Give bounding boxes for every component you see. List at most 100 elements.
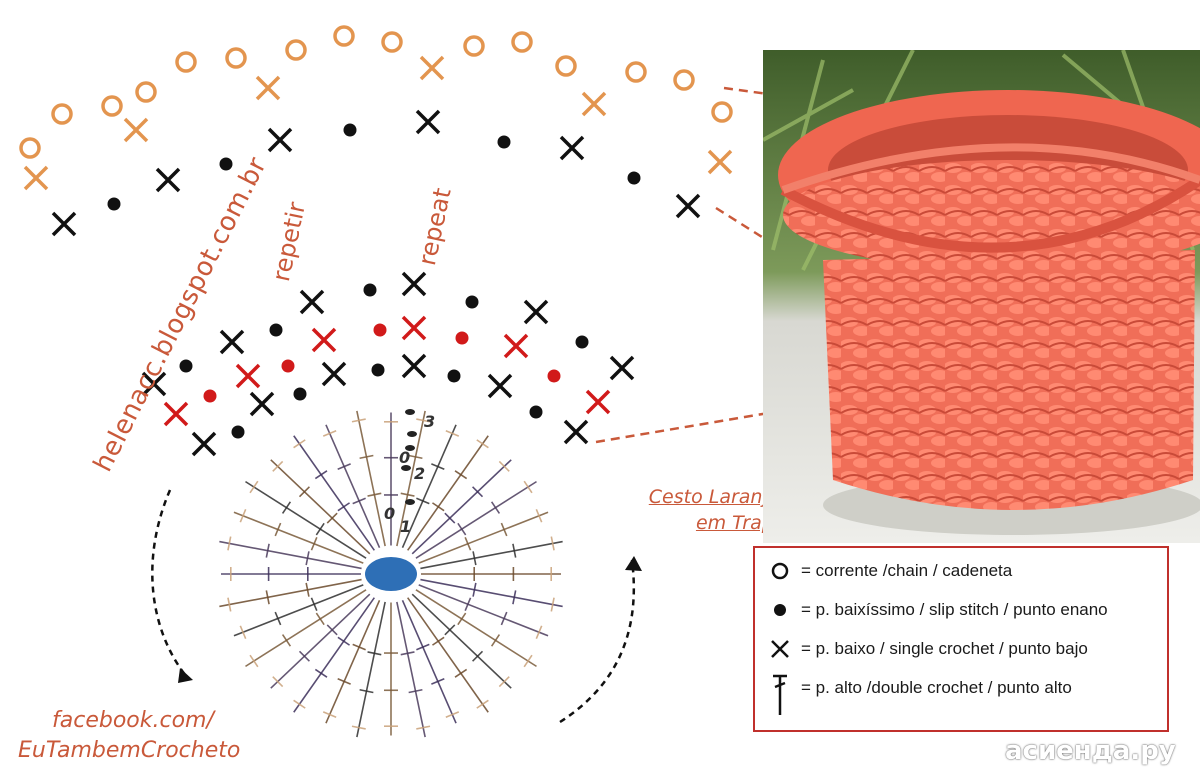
double-crochet-crossbar xyxy=(432,502,445,512)
double-crochet-spoke xyxy=(411,459,512,555)
double-crochet-crossbar xyxy=(359,688,374,694)
single-crochet-stitch xyxy=(163,401,189,427)
double-crochet-crossbar xyxy=(444,512,456,524)
slip-stitch xyxy=(575,335,589,349)
double-crochet-spoke xyxy=(415,480,537,559)
double-crochet-spoke xyxy=(219,540,362,570)
double-crochet-spoke xyxy=(411,593,512,689)
double-crochet-crossbar xyxy=(535,625,543,640)
double-crochet-crossbar xyxy=(227,597,232,612)
single-crochet-stitch xyxy=(51,211,77,237)
single-crochet-stitch xyxy=(523,299,549,325)
slip-stitch xyxy=(547,369,561,383)
double-crochet-crossbar xyxy=(550,536,555,551)
double-crochet-spoke xyxy=(401,600,457,724)
direction-arrow-right xyxy=(559,559,636,724)
slip-stitch xyxy=(343,123,357,137)
double-crochet-crossbar xyxy=(310,597,318,612)
chain-stitch xyxy=(285,39,307,61)
chain-stitch xyxy=(333,25,355,47)
single-crochet-stitch xyxy=(401,315,427,341)
single-crochet-stitch xyxy=(559,135,585,161)
slip-stitch xyxy=(465,295,479,309)
double-crochet-crossbar xyxy=(464,597,472,612)
double-crochet-crossbar xyxy=(298,486,310,498)
double-crochet-crossbar xyxy=(249,654,259,668)
double-crochet-crossbar xyxy=(265,543,270,558)
single-crochet-stitch xyxy=(141,371,167,397)
double-crochet-crossbar xyxy=(476,699,489,709)
double-crochet-crossbar xyxy=(464,536,472,551)
double-crochet-spoke xyxy=(270,593,371,689)
double-crochet-crossbar xyxy=(315,522,325,536)
single-crochet-stitch xyxy=(321,361,347,387)
slip-stitch xyxy=(363,283,377,297)
double-crochet-spoke xyxy=(401,424,457,548)
arrowhead-right-icon xyxy=(625,556,642,571)
double-crochet-crossbar xyxy=(445,429,460,437)
radial-stitch-chart xyxy=(219,409,563,738)
single-crochet-stitch xyxy=(707,149,733,175)
double-crochet-crossbar xyxy=(367,492,382,497)
single-crochet-stitch xyxy=(235,363,261,389)
chain-circle-icon xyxy=(767,558,793,584)
double-crochet-crossbar xyxy=(408,454,423,460)
double-crochet-spoke xyxy=(233,584,364,637)
single-crochet-stitch xyxy=(191,431,217,457)
chain-oval-mark xyxy=(405,499,415,505)
double-crochet-crossbar xyxy=(352,643,366,651)
double-crochet-crossbar xyxy=(454,470,468,480)
double-crochet-crossbar xyxy=(305,582,310,597)
slip-stitch xyxy=(371,363,385,377)
single-crochet-stitch xyxy=(581,91,607,117)
double-crochet-crossbar xyxy=(314,470,328,480)
single-crochet-stitch xyxy=(255,75,281,101)
round-number-0a: 0 xyxy=(399,448,410,467)
double-crochet-spoke xyxy=(293,597,375,713)
double-crochet-crossbar xyxy=(272,460,284,472)
double-crochet-spoke xyxy=(356,601,386,738)
double-crochet-crossbar xyxy=(337,678,351,685)
double-crochet-crossbar xyxy=(490,501,501,514)
double-crochet-spoke xyxy=(396,601,426,738)
double-crochet-crossbar xyxy=(367,651,382,656)
double-crochet-crossbar xyxy=(249,480,259,494)
pointer-dashed-line xyxy=(595,402,823,444)
stitch-legend: = corrente /chain / cadeneta = p. baixís… xyxy=(753,546,1169,732)
double-crochet-crossbar xyxy=(265,590,270,605)
double-crochet-crossbar xyxy=(476,439,489,449)
double-crochet-crossbar xyxy=(337,636,350,646)
single-crochet-stitch xyxy=(415,109,441,135)
legend-row-double-crochet: = p. alto /double crochet / punto alto xyxy=(767,673,1072,715)
double-crochet-crossbar xyxy=(298,650,310,662)
double-crochet-spoke xyxy=(245,480,367,559)
slip-stitch xyxy=(497,135,511,149)
legend-row-single-crochet: = p. baixo / single crochet / punto bajo xyxy=(767,634,1088,664)
chain-stitch xyxy=(381,31,403,53)
double-crochet-crossbar xyxy=(408,688,423,694)
double-crochet-spoke xyxy=(418,584,549,637)
round-number-1: 1 xyxy=(400,517,411,536)
single-crochet-stitch xyxy=(503,333,529,359)
basket-photo-illustration xyxy=(763,50,1200,543)
double-crochet-crossbar xyxy=(472,650,484,662)
slip-stitch xyxy=(373,323,387,337)
double-crochet-crossbar xyxy=(431,678,445,685)
chain-stitch xyxy=(625,61,647,83)
double-crochet-crossbar xyxy=(310,536,318,551)
single-crochet-stitch xyxy=(585,389,611,415)
double-crochet-crossbar xyxy=(314,668,328,678)
double-crochet-spoke xyxy=(270,459,371,555)
double-crochet-crossbar xyxy=(498,460,510,472)
slip-stitch xyxy=(219,157,233,171)
slip-stitch xyxy=(627,171,641,185)
double-crochet-crossbar xyxy=(227,536,232,551)
double-crochet-crossbar xyxy=(550,597,555,612)
single-crochet-stitch xyxy=(267,127,293,153)
double-crochet-crossbar xyxy=(400,651,415,656)
chain-oval-mark xyxy=(405,409,415,415)
single-crochet-stitch xyxy=(675,193,701,219)
double-crochet-crossbar xyxy=(535,508,543,523)
double-crochet-crossbar xyxy=(523,480,533,494)
